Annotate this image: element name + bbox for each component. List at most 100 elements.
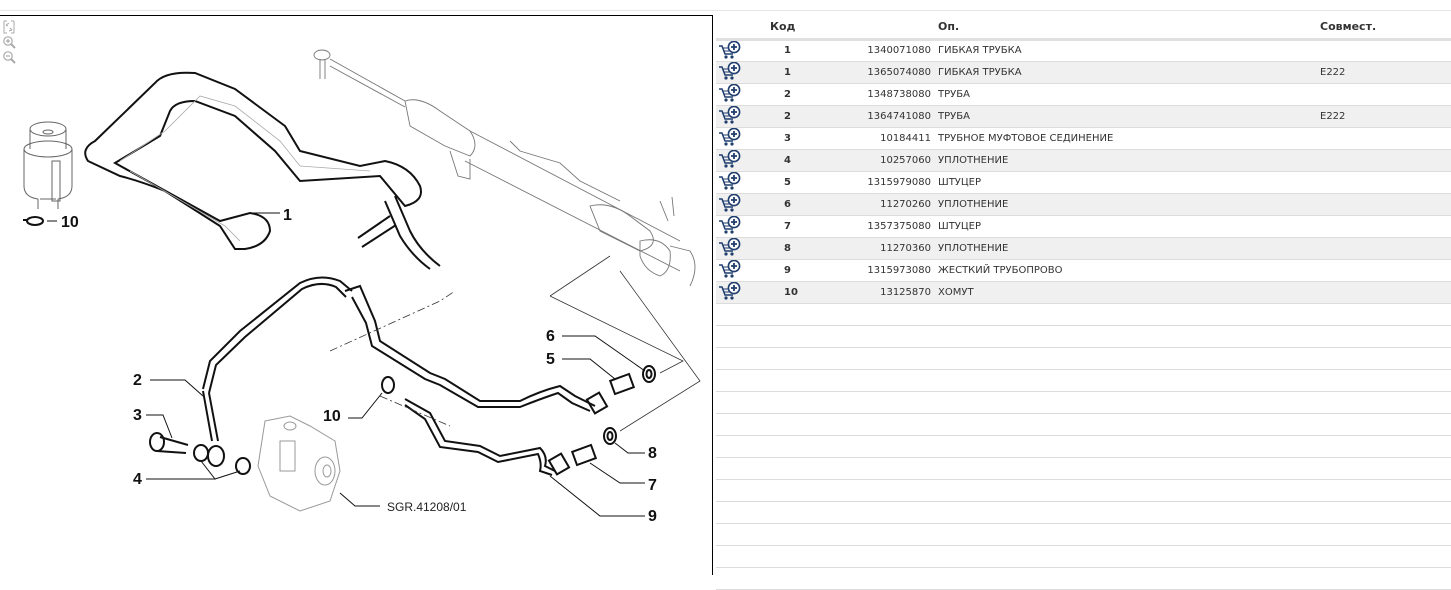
row-part-number: 13125870 — [800, 281, 938, 304]
row-position: 10 — [756, 281, 800, 304]
add-to-cart-icon[interactable] — [718, 40, 742, 61]
row-position: 7 — [756, 215, 800, 238]
table-row[interactable]: 9 1315973080 ЖЕСТКИЙ ТРУБОПРОВО — [716, 259, 1451, 282]
washer-8 — [603, 427, 617, 445]
add-to-cart-icon[interactable] — [718, 216, 742, 236]
add-to-cart-icon[interactable] — [718, 172, 742, 192]
empty-row — [716, 347, 1451, 370]
table-row[interactable]: 2 1348738080 ТРУБА — [716, 83, 1451, 106]
clamp-10-lower — [381, 376, 395, 394]
callout-4[interactable]: 4 — [133, 471, 142, 488]
parts-diagram: 1 2 3 4 5 6 7 8 9 10 10 SGR.41208/01 — [23, 49, 701, 525]
header-number — [800, 15, 938, 41]
header-code[interactable]: Код — [756, 15, 800, 41]
empty-row — [716, 391, 1451, 414]
row-description: ШТУЦЕР — [938, 215, 1320, 238]
callout-8[interactable]: 8 — [648, 445, 657, 462]
row-description: УПЛОТНЕНИЕ — [938, 237, 1320, 260]
row-description: ГИБКАЯ ТРУБКА — [938, 61, 1320, 84]
empty-row — [716, 325, 1451, 348]
add-to-cart-icon[interactable] — [718, 84, 742, 104]
add-to-cart-icon[interactable] — [718, 282, 742, 302]
table-row[interactable]: 2 1364741080 ТРУБА E222 — [716, 105, 1451, 128]
empty-row — [716, 457, 1451, 480]
row-compat — [1320, 39, 1451, 62]
row-part-number: 1357375080 — [800, 215, 938, 238]
row-position: 2 — [756, 83, 800, 106]
row-position: 8 — [756, 237, 800, 260]
callout-1[interactable]: 1 — [283, 207, 292, 224]
header-cart — [716, 15, 756, 41]
parts-panel: Код Оп. Совмест. 1 1340071080 ГИБКАЯ ТРУ… — [716, 15, 1451, 590]
pipe-2-drawing — [202, 276, 353, 467]
zoom-in-icon[interactable] — [2, 35, 16, 49]
row-position: 6 — [756, 193, 800, 216]
table-row[interactable]: 7 1357375080 ШТУЦЕР — [716, 215, 1451, 238]
table-row[interactable]: 8 11270360 УПЛОТНЕНИЕ — [716, 237, 1451, 260]
callout-9[interactable]: 9 — [648, 508, 657, 525]
diagram-panel[interactable]: 1 2 3 4 5 6 7 8 9 10 10 SGR.41208/01 — [0, 15, 713, 575]
row-part-number: 1348738080 — [800, 83, 938, 106]
pump-drawing — [257, 415, 341, 512]
callout-10-top[interactable]: 10 — [61, 214, 79, 231]
zoom-out-icon[interactable] — [2, 50, 16, 64]
bolt-3 — [149, 432, 189, 454]
callout-10-lower[interactable]: 10 — [323, 408, 341, 425]
reservoir-drawing — [23, 121, 73, 209]
row-description: ХОМУТ — [938, 281, 1320, 304]
row-compat — [1320, 149, 1451, 172]
table-row[interactable]: 1 1340071080 ГИБКАЯ ТРУБКА — [716, 39, 1451, 62]
empty-row — [716, 567, 1451, 590]
pipe-9-drawing — [404, 398, 571, 476]
header-description[interactable]: Оп. — [938, 15, 1320, 41]
fit-icon[interactable] — [2, 20, 16, 34]
diagram-reference: SGR.41208/01 — [387, 500, 467, 514]
row-compat — [1320, 259, 1451, 282]
add-to-cart-icon[interactable] — [718, 194, 742, 214]
row-position: 1 — [756, 39, 800, 62]
table-row[interactable]: 10 13125870 ХОМУТ — [716, 281, 1451, 304]
parts-rows: 1 1340071080 ГИБКАЯ ТРУБКА 1 1365074080 … — [716, 39, 1451, 590]
steering-rack-drawing — [313, 49, 696, 287]
row-position: 3 — [756, 127, 800, 150]
add-to-cart-icon[interactable] — [718, 150, 742, 170]
diagram-toolbar — [2, 20, 18, 64]
empty-row — [716, 523, 1451, 546]
add-to-cart-icon[interactable] — [718, 62, 742, 82]
table-header: Код Оп. Совмест. — [716, 15, 1451, 41]
row-compat — [1320, 193, 1451, 216]
row-description: ТРУБА — [938, 83, 1320, 106]
table-row[interactable]: 4 10257060 УПЛОТНЕНИЕ — [716, 149, 1451, 172]
row-description: ШТУЦЕР — [938, 171, 1320, 194]
add-to-cart-icon[interactable] — [718, 128, 742, 148]
add-to-cart-icon[interactable] — [718, 106, 742, 126]
empty-row — [716, 479, 1451, 502]
row-description: ЖЕСТКИЙ ТРУБОПРОВО — [938, 259, 1320, 282]
row-position: 2 — [756, 105, 800, 128]
row-compat — [1320, 237, 1451, 260]
table-row[interactable]: 3 10184411 ТРУБНОЕ МУФТОВОЕ СЕДИНЕНИЕ — [716, 127, 1451, 150]
clamp-10-top — [23, 216, 44, 226]
header-compat[interactable]: Совмест. — [1320, 15, 1451, 41]
callout-7[interactable]: 7 — [648, 477, 657, 494]
leader-lines — [47, 212, 646, 517]
callout-6[interactable]: 6 — [546, 328, 555, 345]
row-part-number: 1315979080 — [800, 171, 938, 194]
row-compat — [1320, 281, 1451, 304]
empty-row — [716, 435, 1451, 458]
table-row[interactable]: 1 1365074080 ГИБКАЯ ТРУБКА E222 — [716, 61, 1451, 84]
table-row[interactable]: 5 1315979080 ШТУЦЕР — [716, 171, 1451, 194]
row-compat — [1320, 83, 1451, 106]
guide-lines — [329, 255, 701, 432]
top-strip — [0, 0, 1451, 11]
table-row[interactable]: 6 11270260 УПЛОТНЕНИЕ — [716, 193, 1451, 216]
empty-row — [716, 501, 1451, 524]
add-to-cart-icon[interactable] — [718, 260, 742, 280]
row-compat: E222 — [1320, 61, 1451, 84]
row-part-number: 10184411 — [800, 127, 938, 150]
callout-2[interactable]: 2 — [133, 372, 142, 389]
callout-5[interactable]: 5 — [546, 351, 555, 368]
add-to-cart-icon[interactable] — [718, 238, 742, 258]
row-part-number: 10257060 — [800, 149, 938, 172]
callout-3[interactable]: 3 — [133, 407, 142, 424]
